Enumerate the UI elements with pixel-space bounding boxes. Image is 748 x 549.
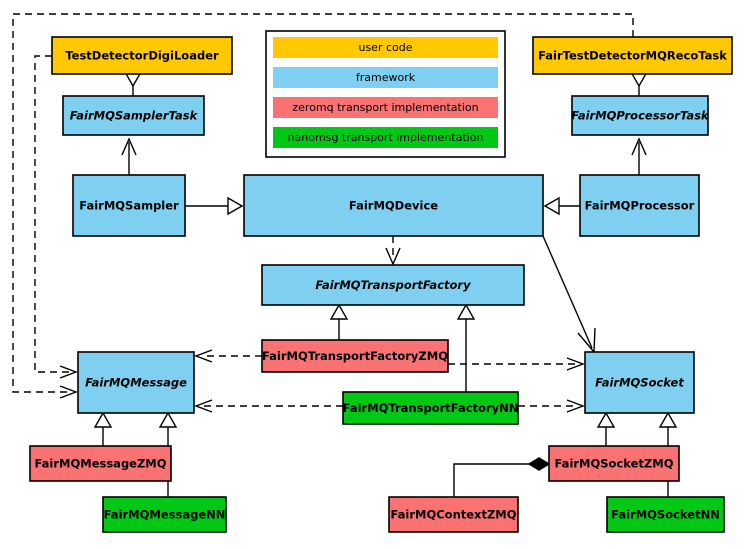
class-node-FairMQMessage[interactable]: FairMQMessage [77,351,195,414]
class-node-box [261,264,525,306]
class-node-box [261,339,449,373]
class-node-FairMQTransportFactory[interactable]: FairMQTransportFactory [261,264,525,306]
class-node-box [51,36,233,75]
arrowhead-device-to-transportfactory [385,247,401,266]
class-node-FairMQMessageZMQ[interactable]: FairMQMessageZMQ [29,445,172,482]
composition-diamond-socketzmq [527,457,551,471]
class-node-FairMQSamplerTask[interactable]: FairMQSamplerTask [62,95,205,136]
class-node-FairMQTransportFactoryZMQ[interactable]: FairMQTransportFactoryZMQ [261,339,449,373]
arrowhead-sampler-to-device [227,196,244,216]
legend-swatch-user_code [273,37,498,58]
legend-label: zeromq transport implementation [292,101,478,114]
class-node-box [77,351,195,414]
class-node-FairMQMessageNN[interactable]: FairMQMessageNN [102,496,227,533]
arrowhead-tfzmq-to-message [194,349,213,363]
legend-label: framework [356,71,416,84]
class-node-FairMQSocketNN[interactable]: FairMQSocketNN [606,496,725,533]
class-node-box [102,496,227,533]
class-node-label: FairMQProcessor [585,199,695,213]
class-node-label: FairMQTransportFactoryZMQ [262,349,448,363]
class-node-FairTestDetectorMQRecoTask[interactable]: FairTestDetectorMQRecoTask [532,36,733,75]
class-node-box [548,445,680,482]
edge-layer: FairMQTransportFactory (dashed dependenc… [12,13,678,497]
edge-device-to-socket [542,235,593,349]
class-node-label: FairMQTransportFactoryNN [343,401,519,415]
class-node-label: FairMQDevice [349,199,438,213]
class-node-label: FairMQTransportFactory [315,278,471,292]
edge-socketzmq-to-contextzmq [453,463,533,497]
class-node-box [584,351,695,414]
class-node-box [571,95,709,136]
arrowhead-tfzmq-to-socket [566,357,585,371]
arrowhead-tfnn-to-message [194,399,213,413]
class-node-label: FairTestDetectorMQRecoTask [538,49,727,63]
class-node-FairMQSocket[interactable]: FairMQSocket [584,351,695,414]
class-node-FairMQDevice[interactable]: FairMQDevice [243,174,544,237]
class-node-box [243,174,544,237]
class-node-box [579,174,700,237]
arrowhead-messagenn-to-message [158,411,178,428]
legend-swatch-framework [273,67,498,88]
class-node-label: FairMQMessageZMQ [34,457,166,471]
class-node-label: FairMQSamplerTask [70,109,199,123]
arrowhead-recotask-to-fairmqmessage [59,385,78,399]
class-node-FairMQSampler[interactable]: FairMQSampler [72,174,186,237]
node-layer: TestDetectorDigiLoader FairTestDetectorMQ… [29,36,733,533]
class-node-box [29,445,172,482]
class-node-box [388,496,519,533]
arrowhead-digiloader-to-fairmqmessage [59,365,78,379]
class-node-FairMQSocketZMQ[interactable]: FairMQSocketZMQ [548,445,680,482]
edge-recotask-to-fairmqmessage [12,13,634,393]
class-node-box [342,391,519,425]
class-node-label: FairMQSampler [79,199,179,213]
arrowhead-processor-to-processortask [631,137,647,156]
class-node-label: TestDetectorDigiLoader [65,49,219,63]
class-node-label: FairMQMessage [85,376,187,390]
class-node-box [72,174,186,237]
arrowhead-tfzmq-to-transportfactory [329,303,349,320]
edge-digiloader-to-fairmqmessage [34,55,70,373]
arrowhead-tfnn-to-transportfactory [456,303,476,320]
class-node-label: FairMQSocket [595,376,684,390]
class-node-TestDetectorDigiLoader[interactable]: TestDetectorDigiLoader [51,36,233,75]
class-node-label: FairMQProcessorTask [571,109,710,123]
legend-item-framework: framework [273,67,498,88]
legend-item-zeromq: zeromq transport implementation [273,97,498,118]
class-node-box [606,496,725,533]
legend-label: nanomsg transport implementation [288,131,484,144]
class-node-box [62,95,205,136]
legend-swatch-nanomsg [273,127,498,148]
legend-label: user code [358,41,412,54]
legend: user code framework zeromq transport imple… [265,30,506,158]
arrowhead-socketzmq-to-socket [596,411,616,428]
legend-item-user_code: user code [273,37,498,58]
arrowhead-messagezmq-to-message [93,411,113,428]
class-node-FairMQProcessor[interactable]: FairMQProcessor [579,174,700,237]
class-node-FairMQProcessorTask[interactable]: FairMQProcessorTask [571,95,710,136]
legend-swatch-zeromq [273,97,498,118]
class-node-label: FairMQContextZMQ [390,508,516,522]
arrowhead-processor-to-device [543,196,560,216]
legend-item-nanomsg: nanomsg transport implementation [273,127,498,148]
class-node-label: FairMQSocketZMQ [555,457,674,471]
class-node-label: FairMQSocketNN [611,508,720,522]
class-node-FairMQContextZMQ[interactable]: FairMQContextZMQ [388,496,519,533]
class-node-FairMQTransportFactoryNN[interactable]: FairMQTransportFactoryNN [342,391,519,425]
arrowhead-tfnn-to-socket [566,399,585,413]
arrowhead-sampler-to-samplertask [121,137,137,156]
class-node-box [532,36,733,75]
arrowhead-socketnn-to-socket [658,411,678,428]
class-node-label: FairMQMessageNN [104,508,226,522]
